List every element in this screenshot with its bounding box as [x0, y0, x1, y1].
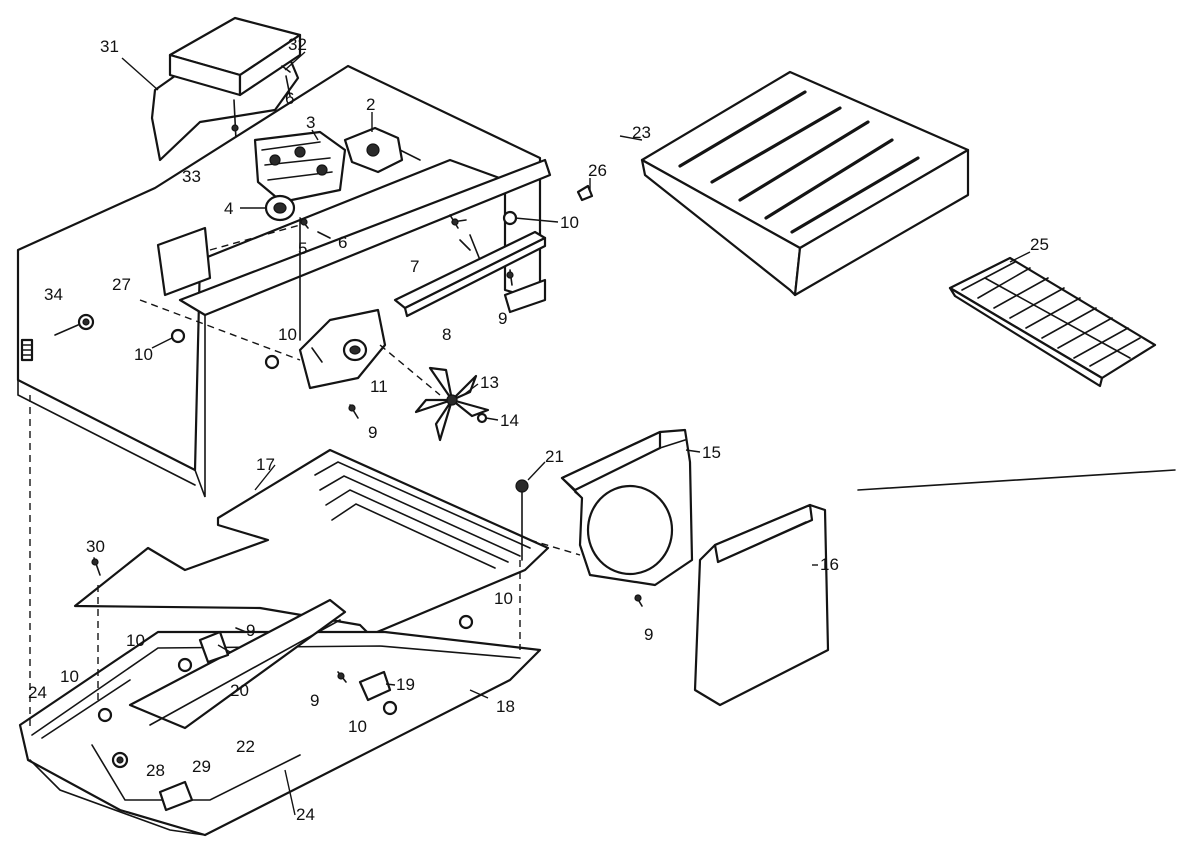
part-11-fan-motor-bracket [298, 308, 387, 390]
access-panel-cutout [156, 226, 212, 297]
part-25-ice-tray [948, 256, 1157, 388]
part-27-grommet [54, 313, 95, 336]
callout-9-shroud: 9 [644, 625, 653, 644]
fastener-9-e [634, 594, 643, 607]
callout-28: 28 [146, 761, 165, 780]
callout-11: 11 [370, 377, 388, 396]
part-14-nut [476, 412, 488, 424]
callout-33: 33 [182, 167, 201, 186]
alignment-lines [29, 224, 581, 730]
callout-26: 26 [588, 161, 607, 180]
callout-9-lower: 9 [310, 691, 319, 710]
part-33-screw [231, 99, 239, 141]
part-28-grommet [111, 751, 129, 769]
callout-9-rail: 9 [498, 309, 507, 328]
reference-line [857, 469, 1176, 491]
fastener-9-d [337, 671, 347, 683]
part-22-channel [128, 598, 347, 730]
callout-17: 17 [256, 455, 275, 474]
fastener-9-b [348, 404, 359, 419]
callout-6: 6 [338, 233, 347, 252]
callout-32: 32 [288, 35, 307, 54]
part-29-connector [158, 780, 194, 812]
callout-15: 15 [702, 443, 721, 462]
callout-6-top: 6 [285, 89, 294, 108]
part-3-ice-maker-mechanism [253, 130, 347, 204]
callout-3: 3 [306, 113, 315, 132]
callout-31: 31 [100, 37, 119, 56]
callout-10-tray: 10 [126, 631, 145, 650]
callout-16: 16 [820, 555, 839, 574]
part-15-fan-shroud [560, 428, 694, 587]
part-2-motor [343, 126, 421, 174]
callout-9-fan: 9 [368, 423, 377, 442]
callout-21: 21 [545, 447, 564, 466]
part-13-fan-blade [414, 366, 490, 442]
callout-10-right: 10 [494, 589, 513, 608]
fastener-10-b [170, 328, 186, 344]
callout-2: 2 [366, 95, 375, 114]
part-17-evaporator-cover [73, 448, 550, 637]
part-16-front-panel [693, 503, 830, 707]
callout-34: 34 [44, 285, 63, 304]
fastener-9-c [235, 627, 247, 633]
part-4-gear [264, 194, 296, 222]
part-34-screw [20, 338, 34, 362]
callout-18: 18 [496, 697, 515, 716]
part-24-heater-wire-left [41, 679, 131, 739]
part-7-bracket [449, 214, 467, 229]
callout-29: 29 [192, 757, 211, 776]
part-30-screw [91, 557, 101, 576]
callout-13: 13 [480, 373, 499, 392]
part-8-rail [393, 230, 547, 318]
callout-10-lower: 10 [60, 667, 79, 686]
callout-23: 23 [632, 123, 651, 142]
callout-7: 7 [410, 257, 419, 276]
callout-27: 27 [112, 275, 131, 294]
callout-10-top: 10 [560, 213, 579, 232]
part-23-top-cover [640, 70, 970, 297]
fastener-9-a [506, 269, 514, 286]
callout-25: 25 [1030, 235, 1049, 254]
cabinet-frame [16, 64, 552, 498]
fastener-10-e [177, 657, 193, 673]
callout-20: 20 [230, 681, 249, 700]
part-5-fastener [299, 217, 309, 229]
callout-14: 14 [500, 411, 519, 430]
callout-5: 5 [298, 239, 307, 258]
callout-10-mid: 10 [278, 325, 297, 344]
callout-30: 30 [86, 537, 105, 556]
part-19-clip [358, 670, 392, 702]
fastener-10-d [458, 614, 474, 630]
callout-10-left: 10 [134, 345, 153, 364]
part-21-screw [515, 479, 529, 561]
callout-24-left: 24 [28, 683, 47, 702]
callout-9-clip: 9 [246, 621, 255, 640]
callout-4: 4 [224, 199, 233, 218]
fastener-10-c [264, 354, 280, 370]
part-26-screw [576, 184, 594, 202]
fastener-10-g [382, 700, 398, 716]
callout-24-bottom: 24 [296, 805, 315, 824]
part-20-clip [198, 630, 230, 664]
part-6-screw [317, 231, 331, 239]
callout-10-bottom: 10 [348, 717, 367, 736]
callout-8: 8 [442, 325, 451, 344]
callout-labels: 31 32 6 2 3 33 4 5 6 7 23 26 10 25 27 34… [28, 35, 1049, 824]
callout-19: 19 [396, 675, 415, 694]
part-31-housing [150, 16, 302, 162]
fastener-10-a [502, 210, 518, 226]
fastener-10-f [97, 707, 113, 723]
callout-22: 22 [236, 737, 255, 756]
part-18-base-tray [18, 630, 542, 837]
leader-lines [121, 51, 1031, 816]
